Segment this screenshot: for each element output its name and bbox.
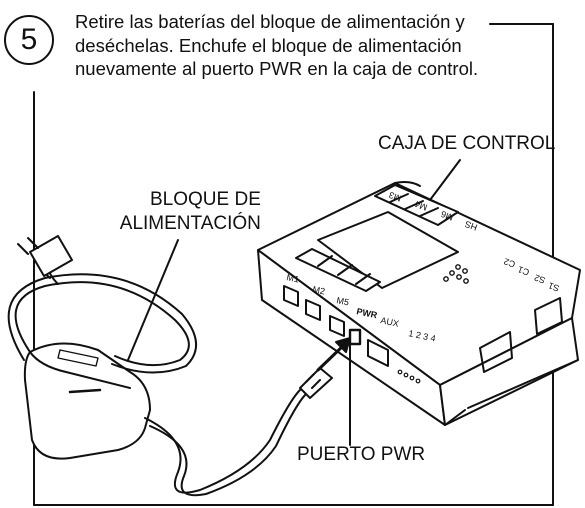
instruction-line: Retire las baterías del bloque de alimen… xyxy=(75,11,465,32)
svg-text:PWR: PWR xyxy=(356,306,379,320)
svg-text:C1: C1 xyxy=(516,264,530,277)
svg-text:M4: M4 xyxy=(414,199,429,213)
svg-text:M5: M5 xyxy=(336,295,350,307)
step-number-circle: 5 xyxy=(4,15,54,65)
instruction-text: Retire las baterías del bloque de alimen… xyxy=(75,10,505,81)
svg-text:M1: M1 xyxy=(286,272,300,284)
leader-lines xyxy=(127,159,461,446)
svg-text:S2: S2 xyxy=(533,272,547,285)
power-adapter-illustration xyxy=(7,235,333,497)
step-number: 5 xyxy=(20,23,38,56)
control-box-label: CAJA DE CONTROL xyxy=(378,133,556,154)
arrow-icon xyxy=(316,337,351,372)
svg-text:HS: HS xyxy=(464,219,479,233)
instruction-line: nuevamente al puerto PWR en la caja de c… xyxy=(75,58,479,79)
power-block-label: BLOQUE DE ALIMENTACIÓN xyxy=(108,188,261,236)
svg-text:M3: M3 xyxy=(388,190,403,204)
power-block-label-line2: ALIMENTACIÓN xyxy=(119,213,261,234)
pwr-port-label: PUERTO PWR xyxy=(297,444,426,465)
power-block-label-line1: BLOQUE DE xyxy=(150,189,261,210)
control-box-illustration: M1 M2 M5 PWR AUX 1 2 3 4 M3 M4 M6 HS C2 … xyxy=(257,181,581,426)
svg-text:M6: M6 xyxy=(440,209,455,223)
svg-text:S1: S1 xyxy=(547,280,561,293)
svg-text:AUX: AUX xyxy=(380,315,400,329)
instruction-line: deséchelas. Enchufe el bloque de aliment… xyxy=(75,34,462,56)
svg-text:M2: M2 xyxy=(312,284,326,296)
svg-text:C2: C2 xyxy=(502,256,516,269)
